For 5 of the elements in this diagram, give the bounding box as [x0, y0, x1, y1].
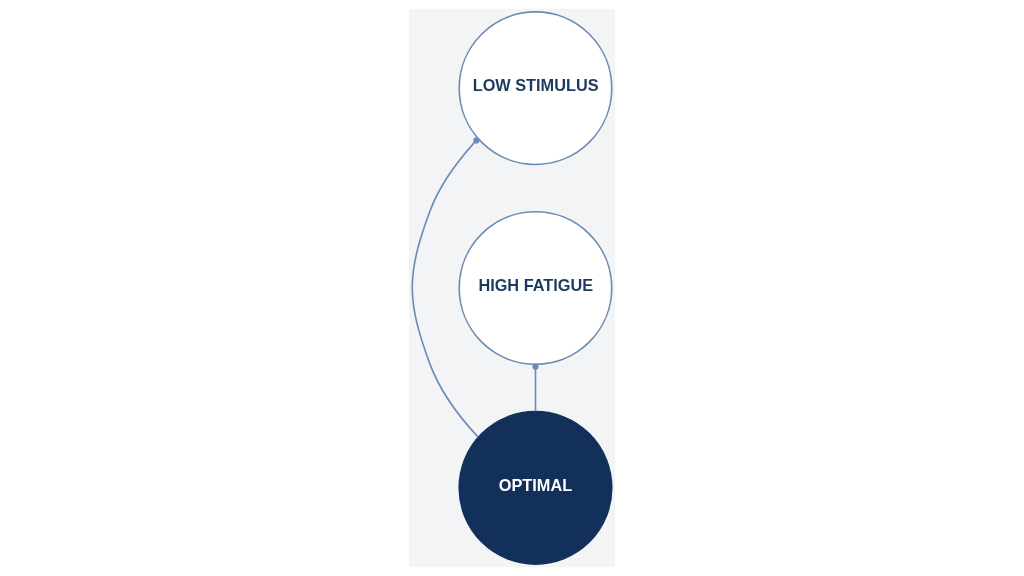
node-circle: HIGH FATIGUE [458, 210, 613, 366]
connector [411, 137, 480, 438]
node-circle: OPTIMAL [458, 410, 613, 565]
node-circle: LOW STIMULUS [458, 11, 613, 166]
connector [532, 363, 539, 413]
